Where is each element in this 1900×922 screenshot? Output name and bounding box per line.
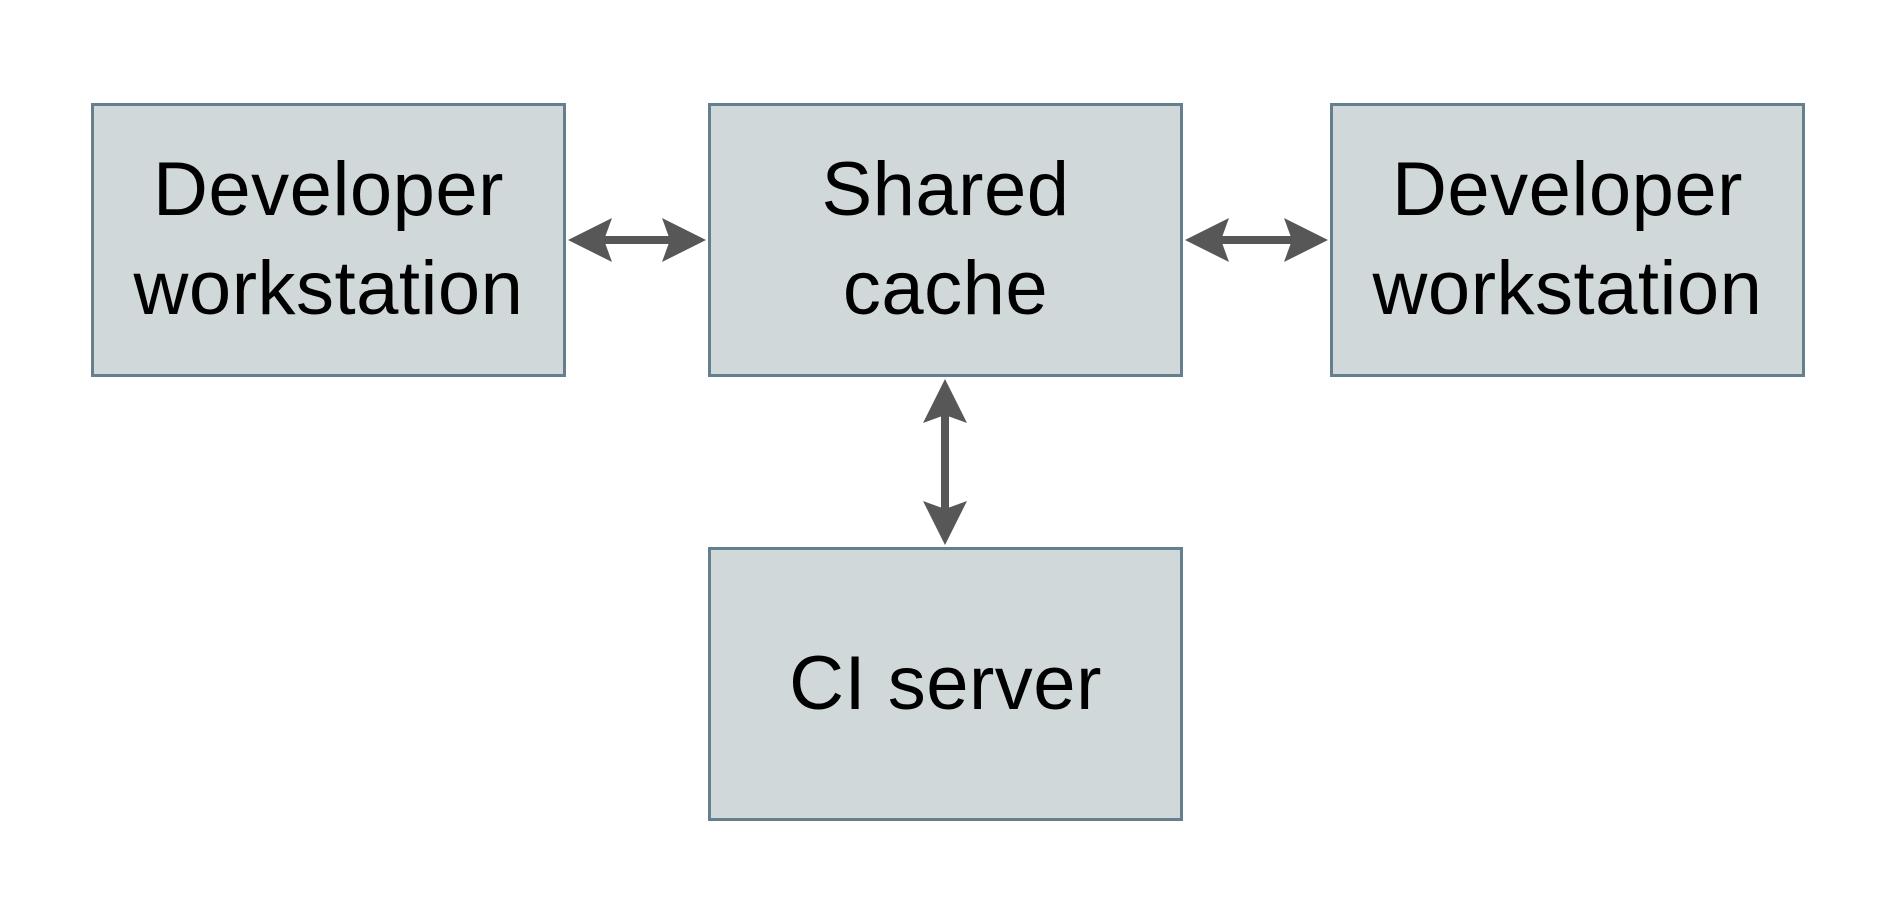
node-shared-cache: Shared cache bbox=[708, 103, 1183, 377]
node-ci-server: CI server bbox=[708, 547, 1183, 821]
node-developer-workstation-left: Developer workstation bbox=[91, 103, 566, 377]
node-label-shared-cache: Shared cache bbox=[821, 147, 1070, 331]
bidirectional-arrow-cache-right-workstation-icon bbox=[1185, 218, 1328, 262]
node-label-developer-workstation-right: Developer workstation bbox=[1372, 147, 1763, 331]
node-label-developer-workstation-left: Developer workstation bbox=[133, 147, 524, 331]
bidirectional-arrow-cache-ci-server-icon bbox=[923, 379, 967, 545]
node-label-ci-server: CI server bbox=[789, 640, 1102, 726]
bidirectional-arrow-left-workstation-cache-icon bbox=[568, 218, 706, 262]
node-developer-workstation-right: Developer workstation bbox=[1330, 103, 1805, 377]
